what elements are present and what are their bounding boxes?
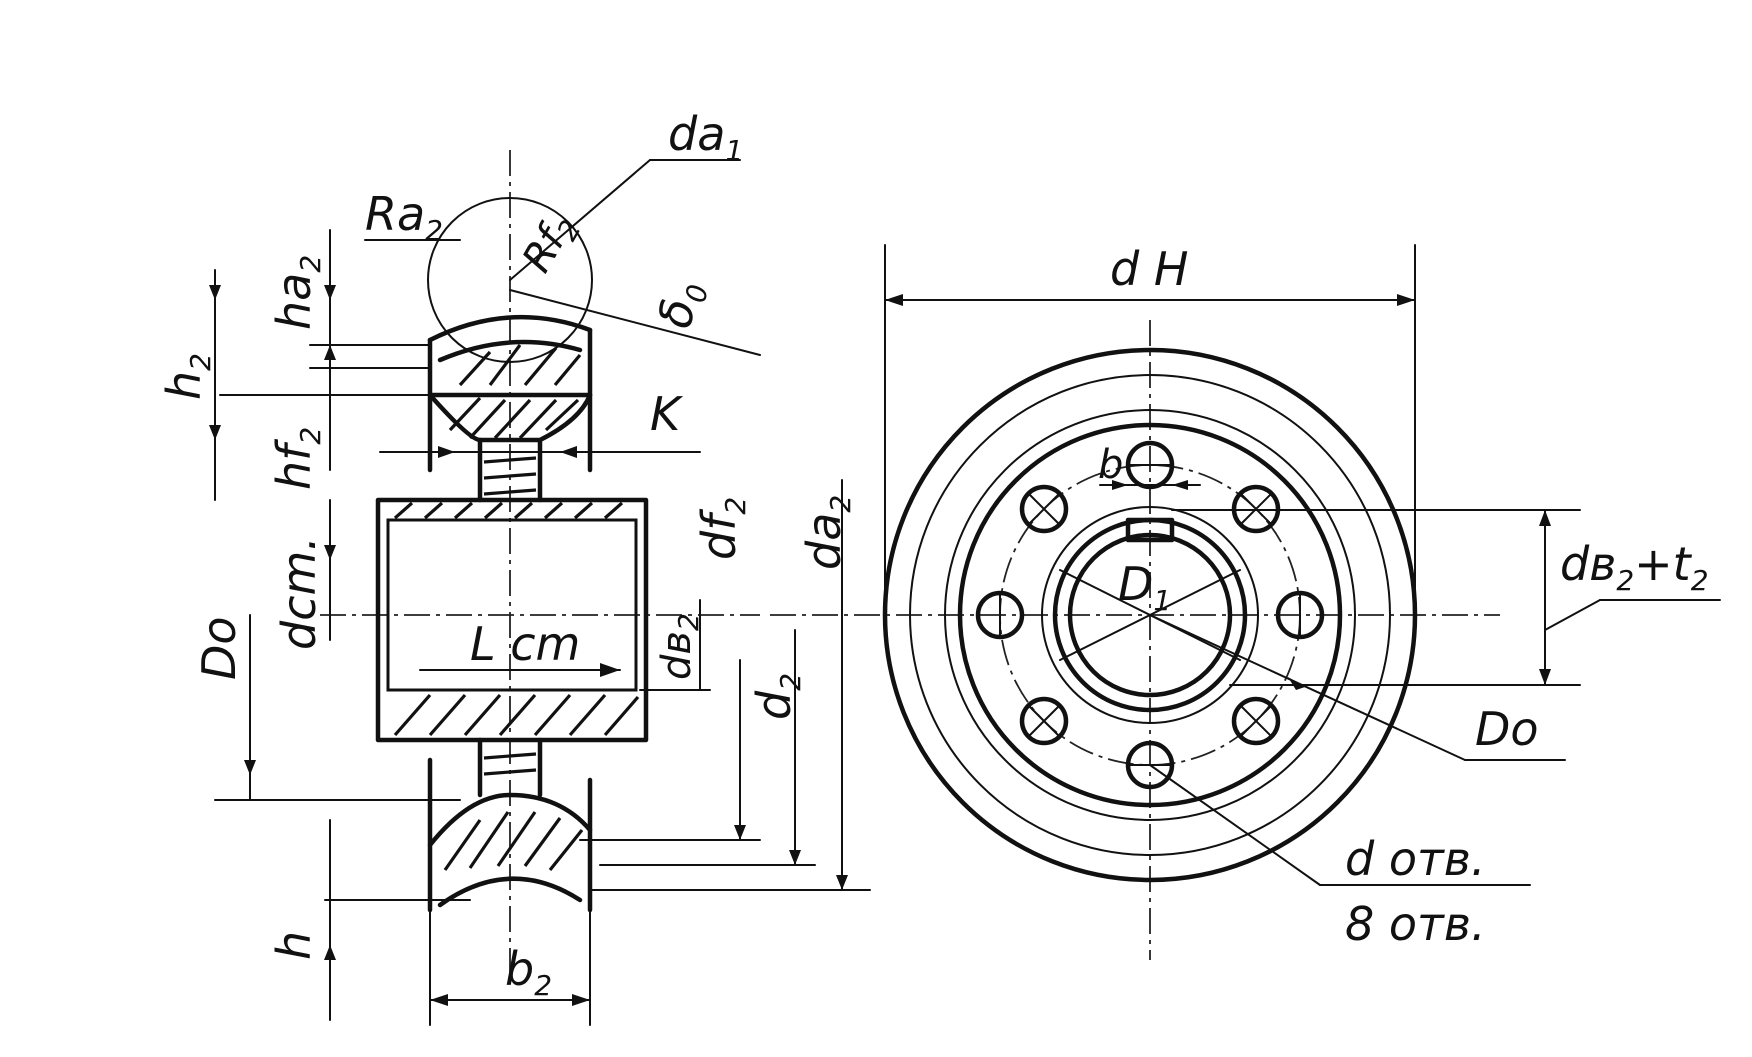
rim-top-lower [427,392,593,443]
web-top-hatch [483,456,537,496]
hole [1019,484,1069,534]
label-db2: dв2 [654,613,705,680]
keyway [1125,517,1175,543]
label-otv8: 8 отв. [1345,897,1486,951]
dotv-leader [1149,764,1321,886]
hole [1019,696,1069,746]
label-d2: d2 [747,673,807,720]
label-dcm: dcm. [272,536,326,650]
rim-bottom-hatch [443,811,584,871]
label-lcm: L cm [470,617,580,671]
label-h2: h2 [157,353,217,400]
rim-bottom-arc [437,876,583,908]
outer-circle [882,347,1418,883]
hub-top-hatch [393,501,624,520]
label-h: h [267,931,321,960]
hub-outer-circle [1041,506,1259,724]
label-ra2: Ra2 [365,187,443,247]
rim-bottom-sides [427,757,593,913]
label-d0: Do [192,616,246,680]
label-delta0: δ0 [648,277,715,333]
label-dh: d H [1110,242,1188,296]
label-da2: da2 [797,495,857,570]
rim-bottom-upper [427,792,593,848]
label-da1: da1 [668,107,743,167]
web-bottom-hatch [483,752,537,776]
lcm-arrow [600,663,620,677]
web-bottom [477,737,543,798]
da1-leader [509,159,651,281]
label-hf2: hf2 [267,427,327,490]
tip-circle [909,374,1391,856]
rim-top-arc-outer [427,314,593,343]
worm-tip-circle [427,197,593,363]
hub-bore [386,518,638,692]
hub-bottom-hatch [393,693,640,737]
hole [1125,440,1175,490]
rim-inner-circle [944,409,1356,821]
labels: da1 Ra2 Rf2 δ0 ha2 h2 hf2 K dcm. Do df2 … [157,107,1709,1002]
label-df2: df2 [692,497,752,560]
hole [975,590,1025,640]
label-d1: D1 [1118,557,1171,617]
label-db2t2: dв2+t2 [1560,537,1709,597]
label-dotv: d отв. [1345,832,1486,886]
d0-leader [1149,614,1466,761]
label-ha2: ha2 [267,255,327,330]
section-view [209,150,871,1026]
label-rf2: Rf2 [514,205,588,282]
hole [1231,696,1281,746]
label-k: K [650,387,684,441]
label-b2: b2 [505,942,552,1002]
rim-top-hatch [448,344,582,440]
label-b: b [1098,442,1123,488]
web-outer-circle [957,422,1343,808]
web-top [477,437,543,503]
rim-top-arc-inner [437,339,583,363]
label-d0-right: Do [1475,702,1539,756]
hole [1275,590,1325,640]
bore-circle [1067,532,1233,698]
front-view [770,244,1721,960]
hub-outline [375,497,649,743]
delta0-leader [509,289,761,356]
